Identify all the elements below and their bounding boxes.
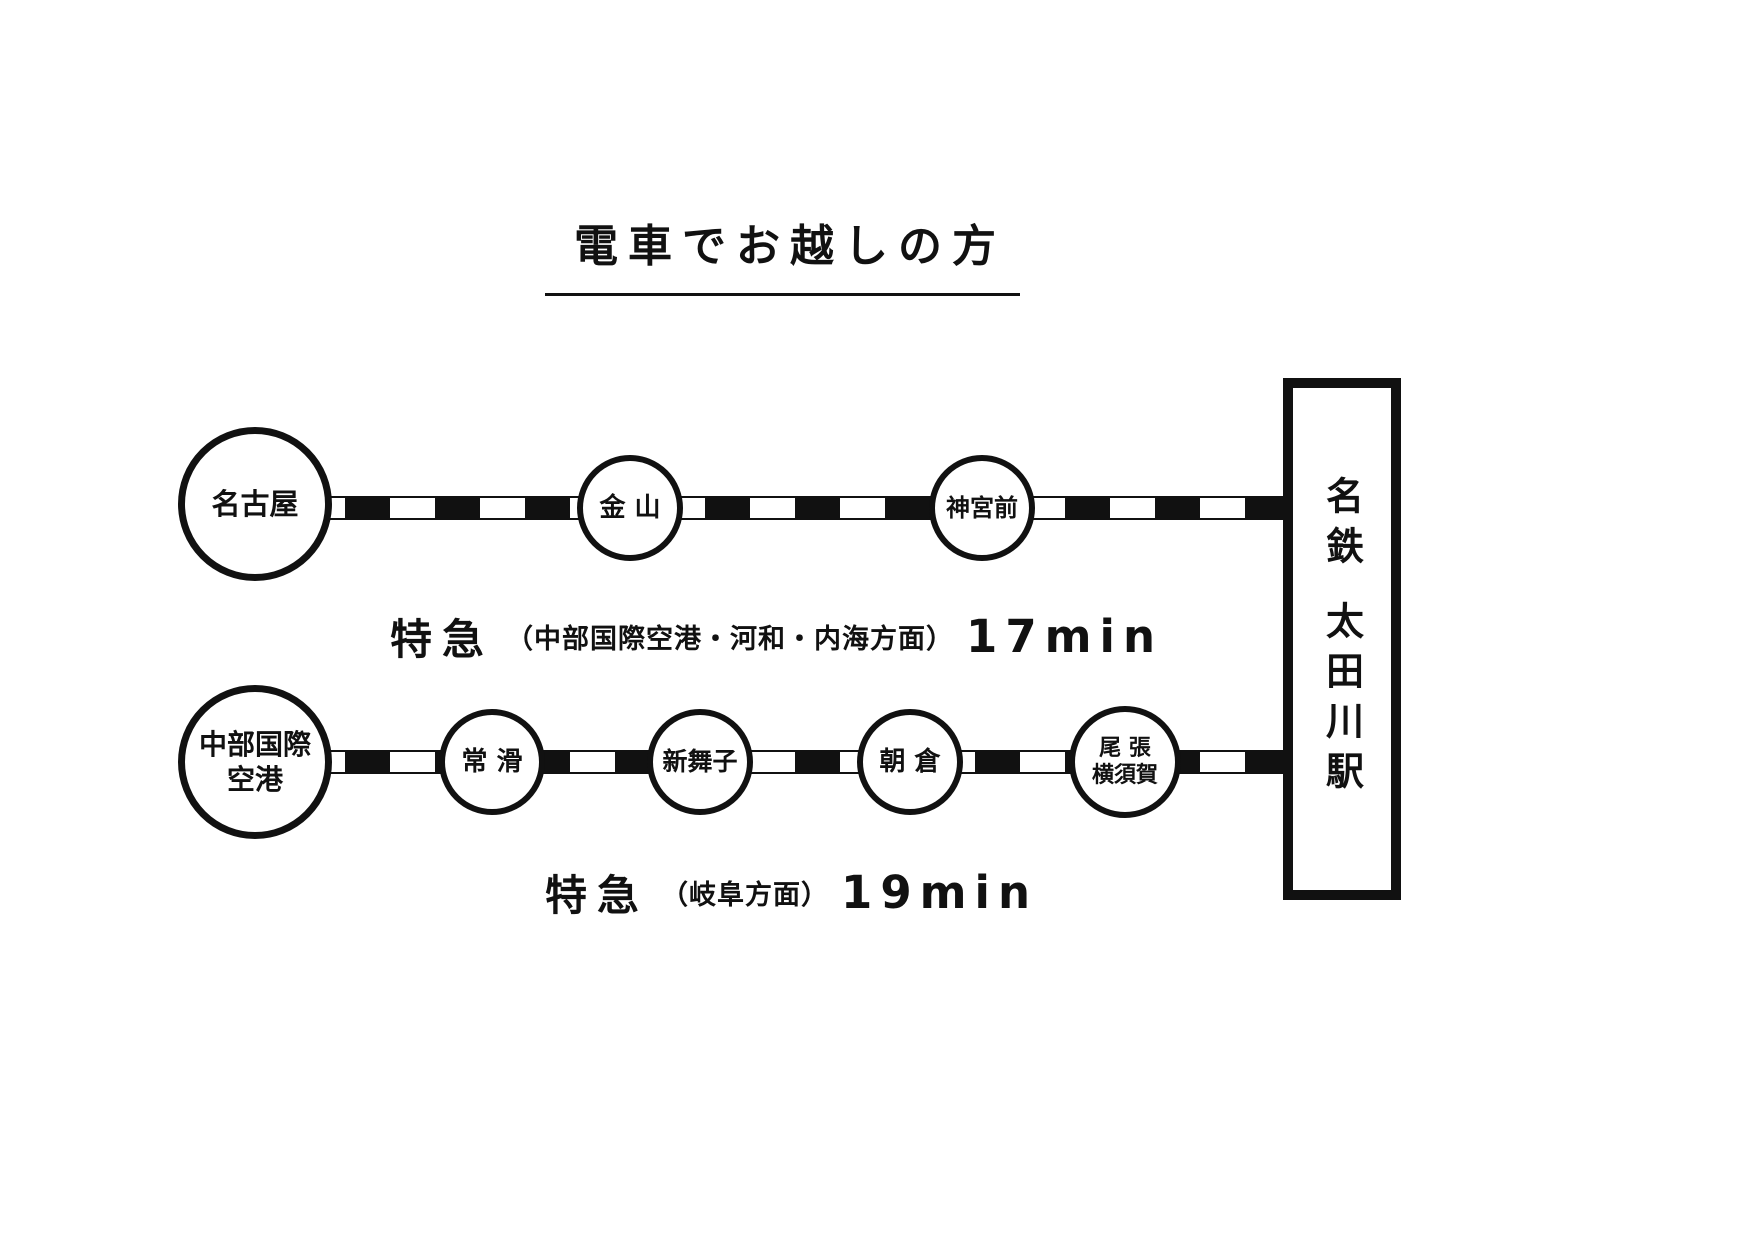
station-owari-yokosuka: 尾 張 横須賀: [1069, 706, 1181, 818]
destination-station-box: 名鉄 太田川駅: [1283, 378, 1401, 900]
station-asakura: 朝 倉: [857, 709, 963, 815]
station-label-line1: 中部国際: [198, 728, 311, 761]
station-kanayama: 金 山: [577, 455, 683, 561]
railway-line-route1: [255, 496, 1290, 520]
station-label: 名古屋: [211, 486, 299, 521]
station-label: 神宮前: [946, 494, 1018, 522]
route2-caption: 特急 （岐阜方面） 19min: [545, 862, 1038, 923]
destination-station-label: 名鉄 太田川駅: [1319, 476, 1364, 802]
station-centrair-airport: 中部国際 空港: [178, 685, 332, 839]
station-label-line1: 尾 張: [1099, 735, 1151, 761]
train-type-label: 特急: [390, 615, 495, 664]
station-jingumae: 神宮前: [929, 455, 1035, 561]
via-label: （岐阜方面）: [661, 880, 830, 911]
station-label: 常 滑: [461, 746, 523, 777]
train-type-label: 特急: [545, 871, 650, 920]
title-underline: [545, 293, 1020, 296]
duration-label: 19min: [841, 866, 1038, 919]
station-tokoname: 常 滑: [439, 709, 545, 815]
station-label: 新舞子: [662, 747, 738, 777]
station-label-line2: 横須賀: [1091, 763, 1158, 788]
station-label: 朝 倉: [879, 746, 941, 777]
station-label: 金 山: [599, 492, 661, 523]
duration-label: 17min: [966, 610, 1163, 663]
station-shinmaiko: 新舞子: [647, 709, 753, 815]
station-nagoya: 名古屋: [178, 427, 332, 581]
route1-caption: 特急 （中部国際空港・河和・内海方面） 17min: [390, 606, 1163, 667]
via-label: （中部国際空港・河和・内海方面）: [506, 624, 955, 655]
station-label-line2: 空港: [226, 763, 283, 796]
page-title: 電車でお越しの方: [574, 221, 1006, 272]
